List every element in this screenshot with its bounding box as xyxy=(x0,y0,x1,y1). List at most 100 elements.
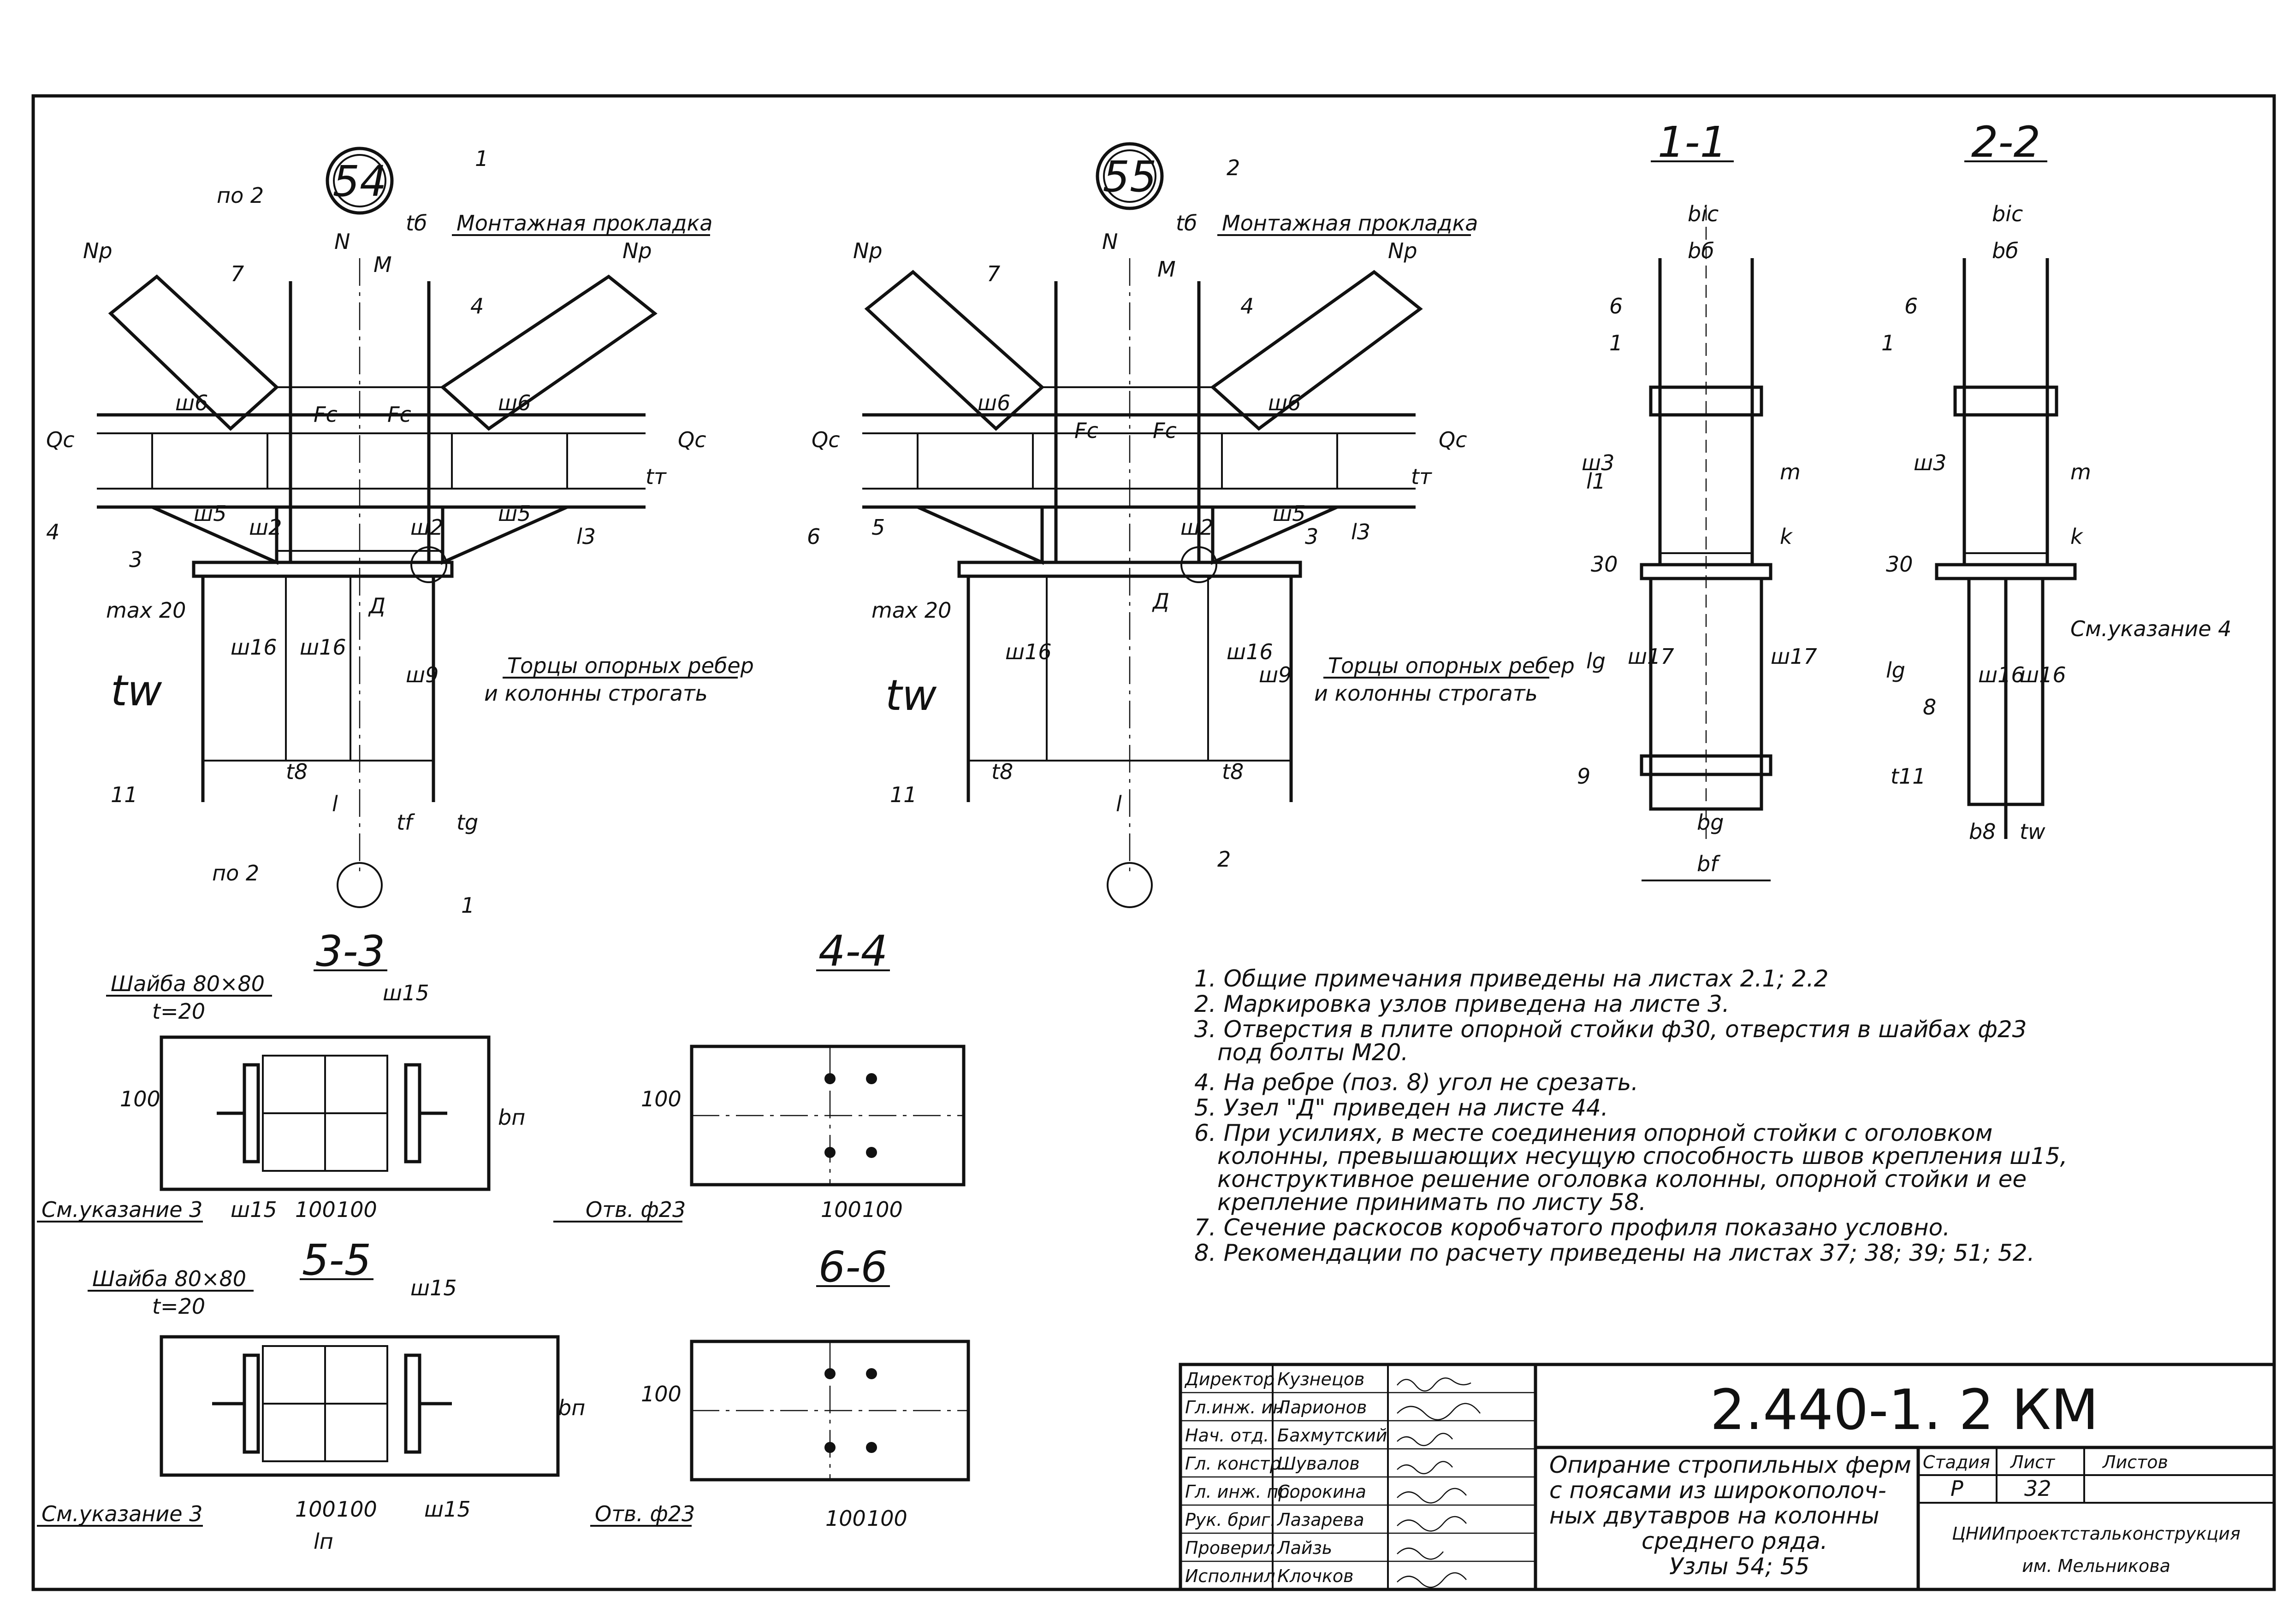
label-30-11: 30 xyxy=(1591,552,1618,577)
label-l1-11: l1 xyxy=(1586,469,1606,494)
section-1-1: 1-1 bic bб 6 1 ш3 l1 m k 30 lg ш17 ш17 9… xyxy=(1577,118,1817,881)
label-montazh-54: Монтажная прокладка xyxy=(456,211,712,236)
label-w2-54-right: ш2 xyxy=(410,515,443,540)
label-pos4-54: 4 xyxy=(470,294,484,319)
node-54-number: 54 xyxy=(332,157,386,206)
label-n-54: N xyxy=(334,229,350,254)
section-5-5: 5-5 Шайба 80×80 t=20 ш15 bп См.указание … xyxy=(37,1235,585,1554)
stage-header: Стадия xyxy=(1923,1452,1990,1472)
label-pos7-54: 7 xyxy=(231,261,244,286)
label-lg-11: lg xyxy=(1586,649,1606,673)
stamp-name: Кузнецов xyxy=(1277,1369,1364,1389)
section-3-3-title: 3-3 xyxy=(316,927,385,976)
label-w16-54-a: ш16 xyxy=(231,635,277,660)
stamp-role: Директор xyxy=(1184,1369,1274,1389)
node-55-view: 55 Монтажная прокладка tб N M Np Np 7 4 … xyxy=(807,142,1575,908)
section-2-2-title: 2-2 xyxy=(1971,118,2040,167)
label-fc-54-left: Fc xyxy=(314,402,338,427)
note-line: крепление принимать по листу 58. xyxy=(1217,1189,1646,1216)
label-pos11-54: 11 xyxy=(111,782,138,807)
label-fc-55-right: Fc xyxy=(1153,418,1177,443)
label-100-33-b: 100 xyxy=(295,1197,336,1222)
label-np-55-left: Np xyxy=(853,238,883,263)
label-pos3-54: 3 xyxy=(129,547,142,572)
label-l3-54: l3 xyxy=(576,524,596,549)
label-lg-22: lg xyxy=(1886,658,1905,683)
label-bg-11: bg xyxy=(1697,810,1724,835)
note-line: 3. Отверстия в плите опорной стойки ф30,… xyxy=(1194,1016,2027,1043)
signature-mark xyxy=(1397,1433,1453,1446)
label-100-33-c: 100 xyxy=(337,1197,377,1222)
label-l3-55: l3 xyxy=(1351,520,1370,544)
label-sec4-54: 4 xyxy=(46,520,59,544)
label-t11-22: t11 xyxy=(1891,764,1926,789)
note-line: 5. Узел "Д" приведен на листе 44. xyxy=(1194,1094,1608,1121)
label-np-54-right: Np xyxy=(622,238,652,263)
label-100-66-a: 100 xyxy=(641,1382,682,1406)
label-w16-55-a: ш16 xyxy=(1005,639,1052,664)
label-tt-55: tт xyxy=(1411,464,1432,489)
section-5-5-title: 5-5 xyxy=(302,1235,371,1285)
label-tw-55: tw xyxy=(885,671,937,720)
label-t20-33: t=20 xyxy=(152,999,205,1024)
label-bf-11: bf xyxy=(1697,851,1720,876)
label-b8-22: b8 xyxy=(1969,819,1996,844)
stamp-role: Рук. бриг. xyxy=(1185,1510,1276,1530)
label-torcy2-54: и колонны строгать xyxy=(484,681,708,706)
note-line: 6. При усилиях, в месте соединения опорн… xyxy=(1194,1120,1992,1146)
stamp-role: Гл. инж. пр. xyxy=(1185,1482,1295,1502)
label-m-22: m xyxy=(2070,460,2091,484)
note-line: колонны, превышающих несущую способность… xyxy=(1217,1143,2068,1169)
label-w15-55-bottom: ш15 xyxy=(424,1497,471,1522)
signature-mark xyxy=(1397,1403,1481,1421)
label-t8-55-left: t8 xyxy=(991,759,1013,784)
label-w6-54-right: ш6 xyxy=(498,390,531,415)
label-bp-33: bп xyxy=(498,1105,525,1130)
label-po2-bottom: по 2 xyxy=(212,861,259,886)
label-w15-33-bottom: ш15 xyxy=(231,1197,277,1222)
section-4-4-title: 4-4 xyxy=(818,927,888,976)
label-max20-55: max 20 xyxy=(871,598,951,623)
sheet-frame xyxy=(31,94,2276,1591)
label-smukaz4: См.указание 4 xyxy=(2070,616,2231,641)
label-bb-22: bб xyxy=(1992,238,2019,263)
label-np-55-right: Np xyxy=(1388,238,1417,263)
label-30-22: 30 xyxy=(1886,552,1913,577)
label-otv-66: Отв. ф23 xyxy=(595,1501,695,1526)
organization-subname: им. Мельникова xyxy=(2022,1556,2170,1576)
note-line: 7. Сечение раскосов коробчатого профиля … xyxy=(1194,1214,1950,1241)
label-tw-22: tw xyxy=(2020,819,2045,844)
label-w15-33-top: ш15 xyxy=(383,980,429,1005)
label-100-44-b: 100 xyxy=(821,1197,861,1222)
label-torcy1-55: Торцы опорных ребер xyxy=(1328,653,1575,678)
label-n-55: N xyxy=(1102,229,1118,254)
label-otv-44: Отв. ф23 xyxy=(586,1197,686,1222)
label-bp-55: bп xyxy=(558,1395,585,1420)
stamp-role: Гл. констр. xyxy=(1185,1453,1286,1474)
label-w6-55-left: ш6 xyxy=(978,390,1010,415)
label-shayba-55: Шайба 80×80 xyxy=(92,1266,246,1291)
section-6-6-title: 6-6 xyxy=(818,1242,888,1292)
stamp-name: Лайзь xyxy=(1276,1538,1332,1558)
label-w16-55-b: ш16 xyxy=(1227,639,1273,664)
label-w15-55-top: ш15 xyxy=(410,1276,457,1300)
stamp-role: Гл.инж. ин. xyxy=(1185,1397,1290,1417)
node-54-marker xyxy=(326,147,394,215)
drawing-title-line: с поясами из широкополоч- xyxy=(1549,1477,1886,1504)
note-line: под болты М20. xyxy=(1217,1039,1408,1066)
label-max20-54: max 20 xyxy=(106,598,186,623)
label-pos6-11: 6 xyxy=(1609,294,1623,319)
label-pos3-55: 3 xyxy=(1305,524,1318,549)
signature-mark xyxy=(1397,1488,1467,1504)
sheets-header: Листов xyxy=(2102,1452,2168,1472)
label-m-54: M xyxy=(373,252,392,277)
label-d-55: Д xyxy=(1152,589,1169,614)
note-line: 4. На ребре (поз. 8) угол не срезать. xyxy=(1194,1069,1638,1096)
label-fc-54-right: Fc xyxy=(387,402,411,427)
note-line: конструктивное решение оголовка колонны,… xyxy=(1217,1166,2027,1193)
label-w17-11-left: ш17 xyxy=(1628,644,1674,669)
label-qc-54-right: Qc xyxy=(678,427,706,452)
organization-name: ЦНИИпроектстальконструкция xyxy=(1952,1524,2241,1544)
signature-mark xyxy=(1397,1461,1453,1474)
